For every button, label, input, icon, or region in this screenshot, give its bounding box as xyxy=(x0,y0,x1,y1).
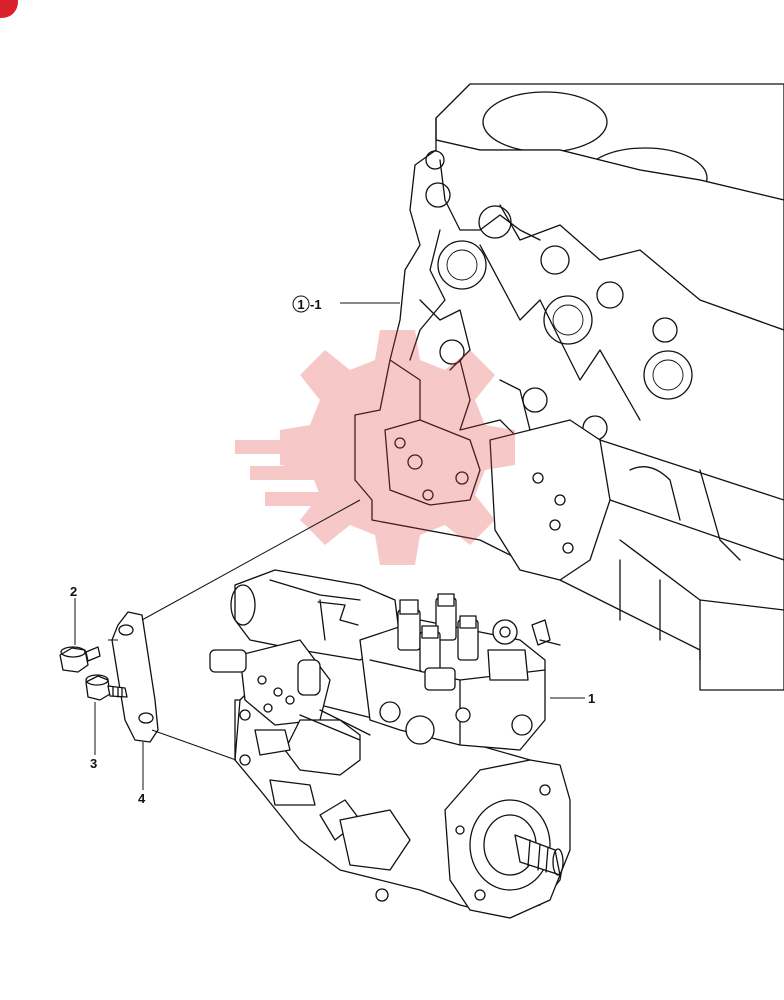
callout-block-ref-number: 1 xyxy=(297,297,304,312)
engine-block xyxy=(354,83,784,691)
callout-bolt-lower: 3 xyxy=(90,756,97,771)
bolt-3 xyxy=(85,674,128,701)
callout-block-ref-suffix: -1 xyxy=(310,297,322,312)
callout-bolt-upper: 2 xyxy=(70,584,77,599)
corner-badge-icon xyxy=(0,0,18,18)
callout-bracket: 4 xyxy=(138,791,146,806)
gear-watermark-icon xyxy=(235,330,515,565)
callout-block-ref: 1 -1 xyxy=(292,295,322,313)
leader-lines xyxy=(74,302,585,790)
callout-pump: 1 xyxy=(588,691,595,706)
bolt-2 xyxy=(59,646,101,673)
injection-pump xyxy=(209,569,571,919)
support-bracket xyxy=(111,611,159,743)
